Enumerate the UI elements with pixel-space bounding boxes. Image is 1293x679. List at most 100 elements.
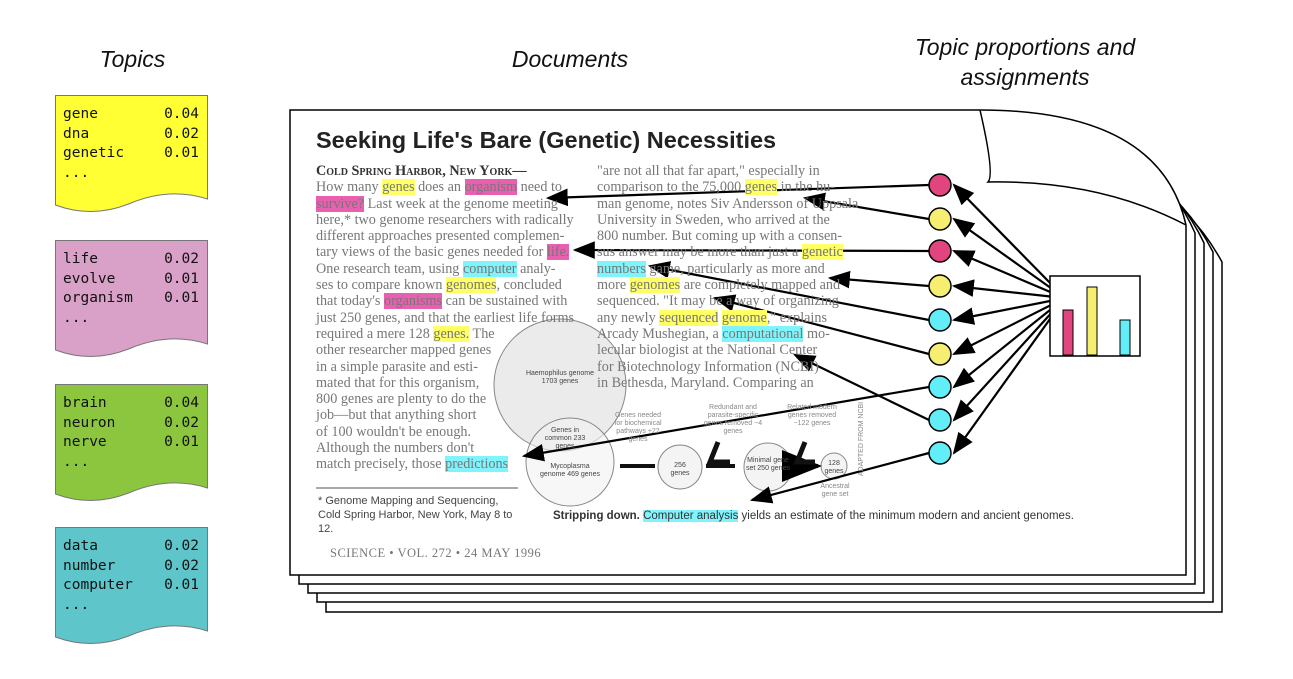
topic-word-row: life 0.02 — [63, 250, 199, 270]
assignment-arrow — [802, 192, 930, 221]
topic-assignment-dot — [928, 308, 952, 332]
text-segment: One research team, using — [316, 260, 463, 277]
text-segment: mated that for this organism, — [316, 374, 480, 391]
proportion-arrow — [951, 249, 1056, 296]
text-segment: match precisely, those — [316, 456, 446, 473]
topic-assignment-dot — [928, 342, 952, 366]
text-line: numbers game, particularly as more and — [597, 260, 858, 277]
topic-prob: 0.02 — [164, 414, 199, 431]
topic-word: ... — [63, 309, 90, 326]
text-segment: lecular biologist at the National Center — [597, 342, 818, 359]
highlighted-word: organism — [464, 179, 518, 196]
topic-prob: 0.02 — [164, 251, 199, 267]
figure-caption: Stripping down. Computer analysis yields… — [553, 509, 1074, 524]
topic-word: neuron — [63, 414, 116, 431]
text-line: survive? Last week at the genome meeting — [316, 195, 574, 212]
card-shape — [55, 527, 208, 645]
text-segment: ," explains — [766, 309, 827, 326]
topics-header: Topics — [99, 46, 166, 72]
topic-assignment-dot — [928, 173, 952, 197]
text-segment: more — [597, 277, 630, 294]
fig-c2: Minimal gene set 250 genes — [746, 457, 790, 472]
text-segment: sequenced. "It may be a way of organizin… — [597, 293, 839, 310]
assignment-arrow — [712, 294, 930, 356]
text-segment: 800 number. But coming up with a consen- — [597, 228, 843, 245]
text-segment: 800 genes are plenty to do the — [316, 391, 487, 408]
topic-word: number — [63, 557, 116, 574]
text-line: One research team, using computer analy- — [316, 260, 574, 277]
topic-assignment-dot — [928, 207, 952, 231]
text-line: more genomes are completely mapped and — [597, 277, 858, 294]
text-segment: University in Sweden, who arrived at the — [597, 211, 830, 228]
highlighted-word: computer — [462, 260, 517, 277]
topic-prob: 0.01 — [164, 290, 199, 306]
text-line: of 100 wouldn't be enough. — [316, 424, 574, 440]
assignment-arrow — [749, 451, 930, 504]
assignment-arrow — [545, 183, 930, 207]
text-line: University in Sweden, who arrived at the — [597, 212, 858, 228]
fig-step3: Related modern genes removed −122 genes — [787, 404, 837, 427]
proportion-arrow — [951, 279, 1056, 299]
text-line: sequenced. "It may be a way of organizin… — [597, 293, 858, 309]
proportion-bar — [1086, 286, 1098, 356]
text-segment: in Bethesda, Maryland. Comparing an — [597, 374, 814, 391]
assignment-arrow — [827, 270, 930, 289]
highlighted-word: genes. — [433, 325, 470, 342]
documents-header: Documents — [511, 46, 629, 72]
fig-step2: Redundant and parasite-specific genes re… — [703, 404, 763, 435]
topic-prob: 0.01 — [164, 577, 199, 593]
highlighted-word: genomes — [629, 277, 681, 294]
topic-word: ... — [63, 453, 90, 470]
topic-word: dna — [63, 125, 90, 142]
highlighted-word: genes — [382, 179, 415, 196]
topic-word: life — [63, 251, 98, 267]
text-line: in a simple parasite and esti- — [316, 359, 574, 375]
text-segment: of 100 wouldn't be enough. — [316, 423, 472, 440]
assignment-arrow — [572, 241, 930, 259]
text-segment: other researcher mapped genes — [316, 342, 492, 359]
topic-word-row: ... — [63, 309, 199, 329]
proportion-bar — [1119, 319, 1131, 356]
proportion-arrow — [952, 308, 1056, 422]
text-segment: The — [469, 325, 495, 342]
topic-word: ... — [63, 596, 90, 613]
fig-c3: 128 genes — [824, 460, 844, 475]
topic-word-row: neuron 0.02 — [63, 414, 199, 434]
caption-rest: yields an estimate of the minimum modern… — [738, 510, 1074, 522]
fig-c1: 256 genes — [670, 462, 690, 477]
topic-word: nerve — [63, 434, 107, 450]
text-line: How many genes does an organism need to — [316, 179, 574, 196]
text-segment: any newly — [597, 309, 660, 326]
text-line: Arcady Mushegian, a computational mo- — [597, 325, 858, 342]
text-segment: , concluded — [496, 277, 562, 294]
text-line: other researcher mapped genes — [316, 342, 574, 358]
text-line: Although the numbers don't — [316, 440, 574, 456]
topic-assignment-dot — [928, 408, 952, 432]
text-segment: for Biotechnology Information (NCBI) — [597, 358, 819, 375]
topic-word-row: ... — [63, 596, 199, 616]
text-line: any newly sequenced genome," explains — [597, 309, 858, 326]
dateline: Cold Spring Harbor, New York— — [316, 163, 527, 179]
text-line: man genome, notes Siv Andersson of Uppsa… — [597, 196, 858, 212]
topic-prob: 0.02 — [164, 125, 199, 142]
text-segment: required a mere 128 — [316, 325, 434, 342]
proportions-header: Topic proportions and assignments — [914, 34, 1136, 90]
text-segment: in a simple parasite and esti- — [316, 358, 478, 375]
article-column-1: Cold Spring Harbor, New York— How many g… — [316, 163, 574, 473]
topic-assignment-dot — [928, 375, 952, 399]
topic-prob: 0.04 — [164, 106, 199, 122]
text-segment: ses to compare known — [316, 277, 447, 294]
topic-prob: 0.04 — [164, 395, 199, 411]
assignment-arrow — [521, 385, 930, 462]
journal-footer: SCIENCE • VOL. 272 • 24 MAY 1996 — [330, 546, 542, 560]
text-segment: analy- — [516, 260, 556, 277]
text-segment: just 250 genes, and that the earliest li… — [316, 309, 575, 326]
